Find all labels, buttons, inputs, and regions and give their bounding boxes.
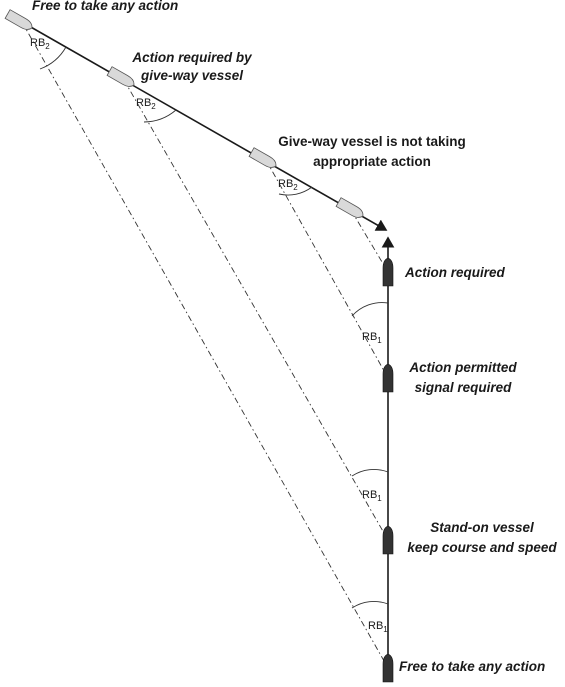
stand-on-permitted-label-1: Action permitted	[408, 360, 517, 375]
give-way-free-label: Free to take any action	[32, 0, 178, 13]
give-way-vessel-track	[21, 21, 388, 231]
rb1-label-3: RB1	[368, 620, 388, 634]
stand-on-keep-label-2: keep course and speed	[407, 540, 557, 555]
rb1-label-2: RB1	[362, 489, 382, 503]
rb2-arc-1	[39, 46, 67, 70]
rb1-label-1: RB1	[362, 331, 382, 345]
stand-on-vessel-2	[382, 363, 394, 393]
stand-on-free-label: Free to take any action	[399, 659, 545, 674]
give-way-vessel-3	[248, 147, 277, 168]
line-of-sight-2	[123, 79, 389, 541]
give-way-not-taking-label-2: appropriate action	[313, 154, 431, 169]
rb2-label-2: RB2	[136, 97, 156, 111]
rb2-arc-3	[278, 186, 313, 196]
line-of-sight-1	[21, 21, 389, 669]
stand-on-vessel-3	[382, 525, 394, 555]
stand-on-action-required-label: Action required	[404, 265, 506, 280]
give-way-vessel-1	[4, 9, 33, 30]
line-of-sight-3	[265, 159, 389, 379]
rb1-arc-1	[351, 302, 389, 317]
give-way-not-taking-label-1: Give-way vessel is not taking	[278, 134, 466, 149]
rb2-arc-2	[143, 109, 177, 123]
rb2-label-3: RB2	[278, 178, 298, 192]
give-way-action-required-label-2: give-way vessel	[140, 68, 243, 83]
give-way-vessel-4	[335, 197, 364, 218]
stand-on-keep-label-1: Stand-on vessel	[430, 520, 534, 535]
stand-on-vessel-1	[382, 257, 394, 287]
stand-on-permitted-label-2: signal required	[415, 380, 513, 395]
stand-on-vessel-4	[382, 653, 394, 683]
rb1-arc-2	[351, 468, 389, 477]
rb1-arc-3	[351, 600, 389, 609]
rb2-label-1: RB2	[30, 37, 50, 51]
give-way-action-required-label-1: Action required by	[131, 50, 253, 65]
give-way-vessel-2	[106, 66, 135, 87]
line-of-sight-4	[350, 209, 389, 273]
